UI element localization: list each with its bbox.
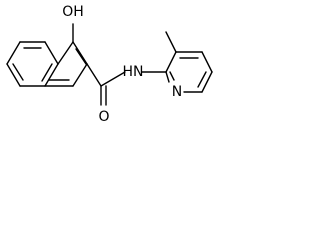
bond-right-ring-right bbox=[72, 63, 88, 87]
bond-left-ring-upper-right bbox=[44, 41, 59, 65]
carbonyl-oxygen-label: O bbox=[98, 109, 109, 125]
bond-pyridine-c5-c6-inner bbox=[197, 71, 207, 88]
molecule-svg: OH HN O N bbox=[6, 4, 213, 125]
bond-ring-fusion bbox=[44, 63, 59, 87]
bond-right-ring-top-right-inner bbox=[75, 48, 87, 65]
amide-nitrogen-label: HN bbox=[123, 64, 144, 80]
bond-right-ring-top-left bbox=[57, 41, 74, 65]
bond-left-ring-lower-left bbox=[6, 63, 21, 87]
bond-pyridine-c4-c5 bbox=[201, 51, 213, 73]
hydroxyl-label: OH bbox=[62, 4, 84, 20]
bond-c2-carbonyl bbox=[86, 63, 102, 87]
bond-right-ring-top-right bbox=[72, 41, 88, 65]
molecule-diagram: OH HN O N bbox=[6, 4, 213, 125]
bond-pyridine-c5-c6 bbox=[201, 71, 213, 93]
bond-ring-fusion-inner bbox=[41, 63, 53, 82]
bond-left-ring-upper-left bbox=[6, 41, 21, 65]
bond-pyridine-n-c2-inner bbox=[169, 71, 175, 81]
bond-methyl bbox=[165, 31, 177, 53]
bond-pyridine-n-c2 bbox=[165, 71, 170, 83]
pyridine-nitrogen-label: N bbox=[172, 84, 182, 100]
bond-pyridine-c2-c3 bbox=[165, 51, 177, 73]
bond-left-ring-lower-left-inner bbox=[12, 63, 24, 81]
bond-carbonyl-nitrogen bbox=[100, 71, 126, 87]
